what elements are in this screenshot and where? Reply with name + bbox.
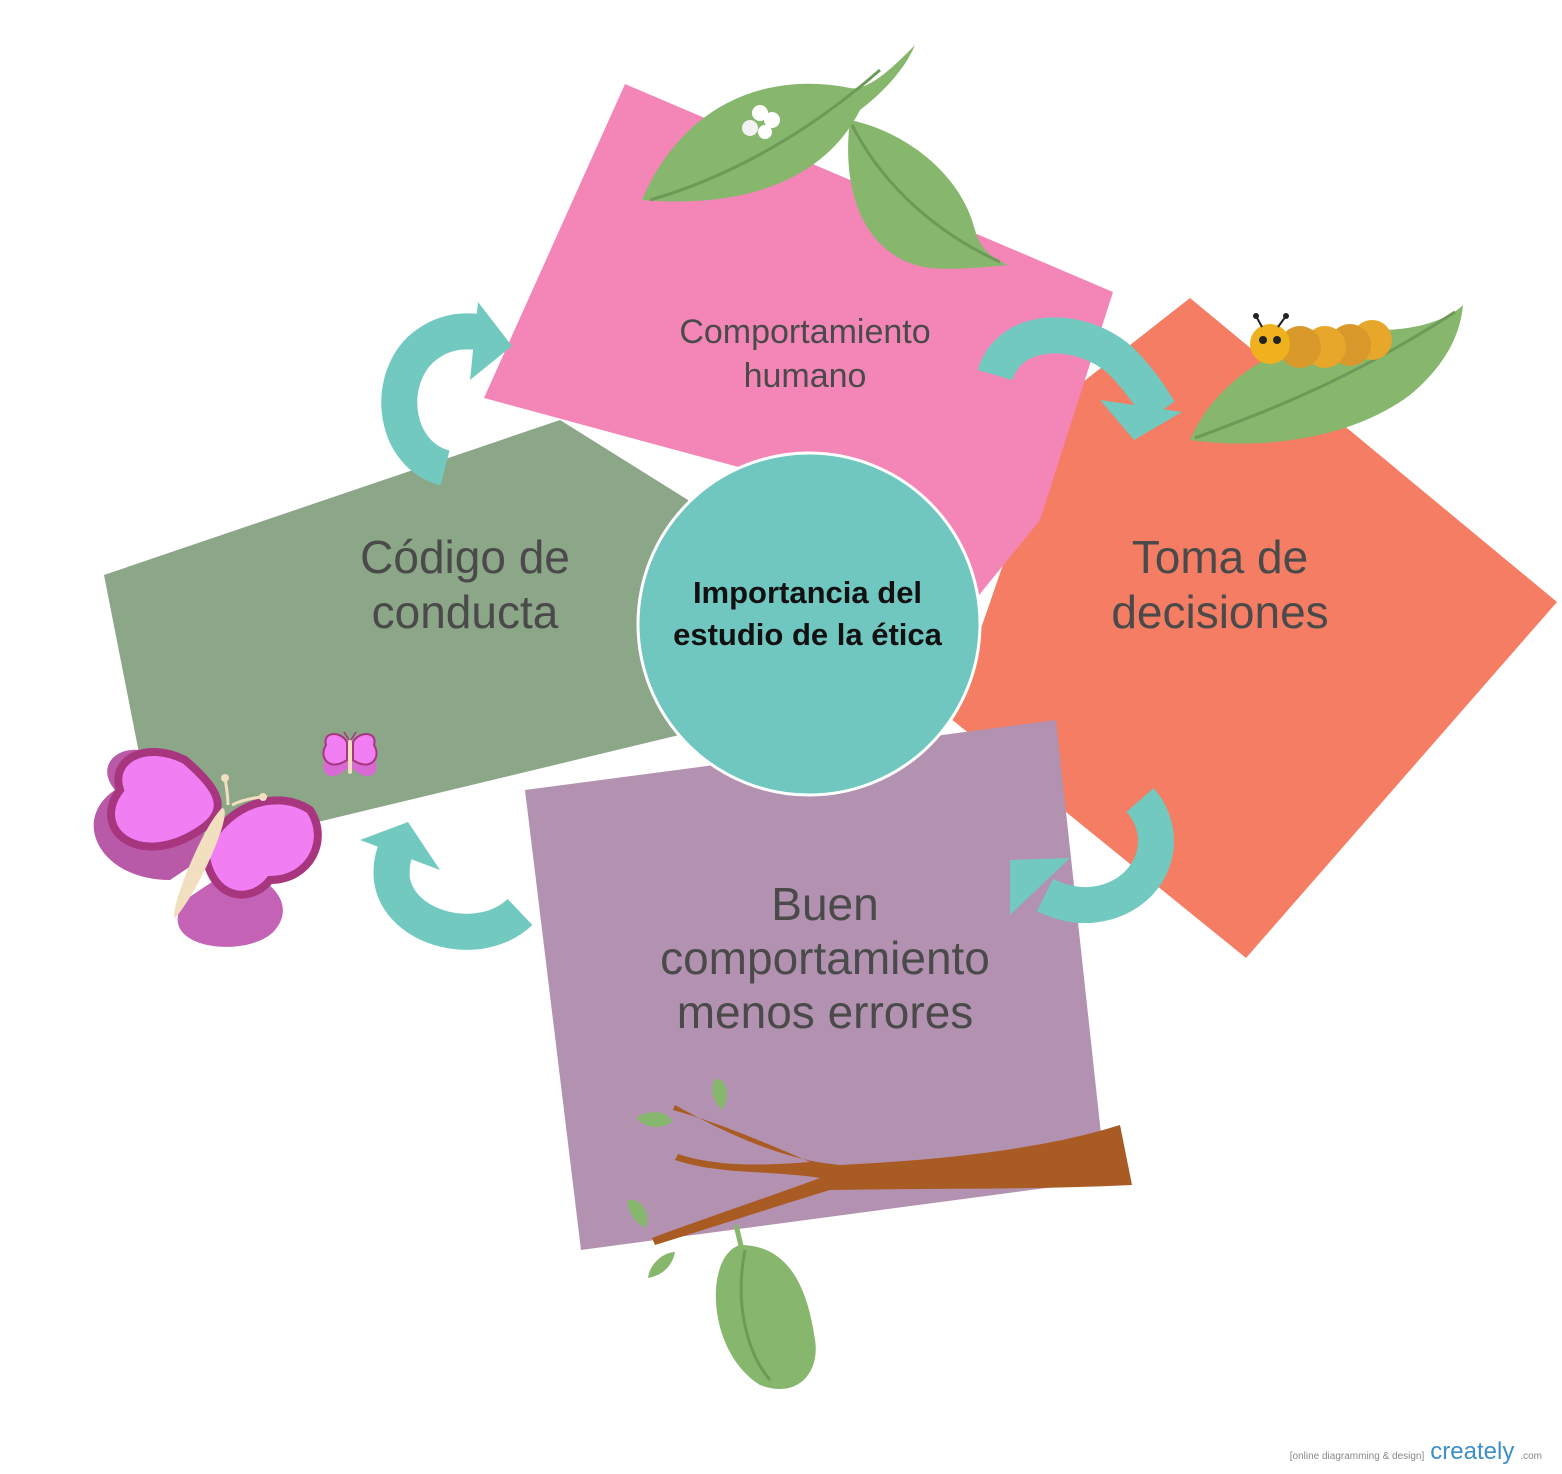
node-top-shape[interactable] xyxy=(484,84,1113,600)
node-label-right: Toma de decisiones xyxy=(1111,531,1329,639)
arrow-right-to-bottom xyxy=(1010,788,1174,924)
arrow-bottom-to-left xyxy=(360,822,533,950)
small-butterfly-icon xyxy=(322,731,378,777)
node-label-left: Código de conducta xyxy=(360,531,570,639)
node-bottom-shape[interactable] xyxy=(525,720,1106,1250)
node-label-bottom: Buen comportamiento menos errores xyxy=(660,878,990,1038)
arrow-top-to-right xyxy=(977,317,1182,440)
node-right-shape[interactable] xyxy=(950,298,1557,958)
butterfly-icon xyxy=(93,747,322,947)
leaf-with-eggs-icon xyxy=(642,45,1008,269)
watermark: [online diagramming & design] creately .… xyxy=(1290,1438,1542,1466)
center-title: Importancia del estudio de la ética xyxy=(673,575,942,652)
node-label-top: Comportamiento humano xyxy=(679,313,931,396)
arrow-left-to-top xyxy=(381,302,512,486)
branch-with-chrysalis-icon xyxy=(627,1079,1132,1389)
watermark-domain: .com xyxy=(1520,1451,1542,1462)
watermark-brand[interactable]: creately xyxy=(1430,1438,1515,1465)
watermark-tagline: [online diagramming & design] xyxy=(1289,1451,1425,1462)
caterpillar-icon xyxy=(1190,305,1463,444)
node-left-shape[interactable] xyxy=(104,420,700,860)
center-circle xyxy=(636,451,982,797)
